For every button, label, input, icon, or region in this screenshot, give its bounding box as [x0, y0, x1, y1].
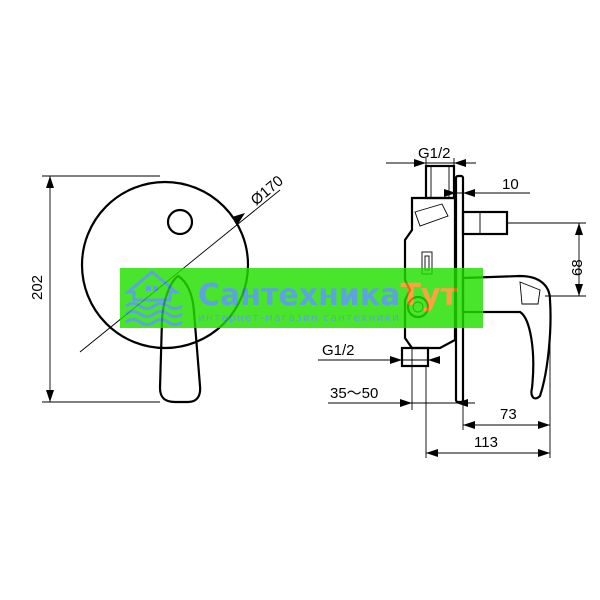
watermark-band [120, 268, 483, 328]
right-outlet [461, 210, 509, 236]
dim-113-arrow2 [538, 449, 550, 457]
dim-10-label: 10 [502, 176, 519, 193]
dim-202-arrow-bottom [46, 390, 54, 402]
dim-g12-top-arrow1 [414, 159, 426, 167]
dim-3550-arrow1 [400, 399, 412, 407]
dim-3550-label: 35～50 [330, 385, 378, 402]
cover-plate-circle [80, 180, 250, 350]
watermark-title: СантехникаТут [198, 278, 458, 313]
dim-g12-top-label: G1/2 [418, 145, 451, 162]
dim-g12-bottom-arrow1 [390, 356, 402, 364]
dim-202-arrow-top [46, 176, 54, 188]
dim-68-arrow-bottom [575, 284, 583, 296]
diameter-label: Ø170 [248, 172, 287, 209]
dim-g12-bottom-arrow2 [428, 356, 440, 364]
dim-g12-bottom-label: G1/2 [322, 342, 355, 359]
dim-3550-arrow2 [456, 399, 468, 407]
dim-113-arrow1 [426, 449, 438, 457]
side-lever-detail [519, 281, 541, 305]
cartridge-window-inner [424, 255, 430, 271]
diverter-knob [166, 208, 194, 236]
dim-68-label: 68 [569, 259, 586, 276]
watermark: СантехникаТут интернет-магазин сантехник… [120, 268, 483, 328]
dim-113-label: 113 [474, 434, 498, 451]
dim-68-arrow-top [575, 223, 583, 235]
bottom-outlet [400, 346, 430, 368]
side-lever [461, 274, 552, 400]
dim-73-label: 73 [500, 406, 517, 423]
dim-73-arrow2 [538, 421, 550, 429]
watermark-logo-icon [123, 270, 183, 326]
watermark-subtitle: интернет-магазин сантехники [198, 312, 400, 324]
dim-202-label: 202 [29, 275, 46, 300]
dim-10-arrow1 [444, 189, 456, 197]
dim-g12-top-arrow2 [454, 159, 466, 167]
dim-10-arrow2 [463, 189, 475, 197]
body-wedge [414, 203, 449, 227]
diameter-arrow [232, 213, 245, 224]
dim-73-arrow1 [463, 421, 475, 429]
